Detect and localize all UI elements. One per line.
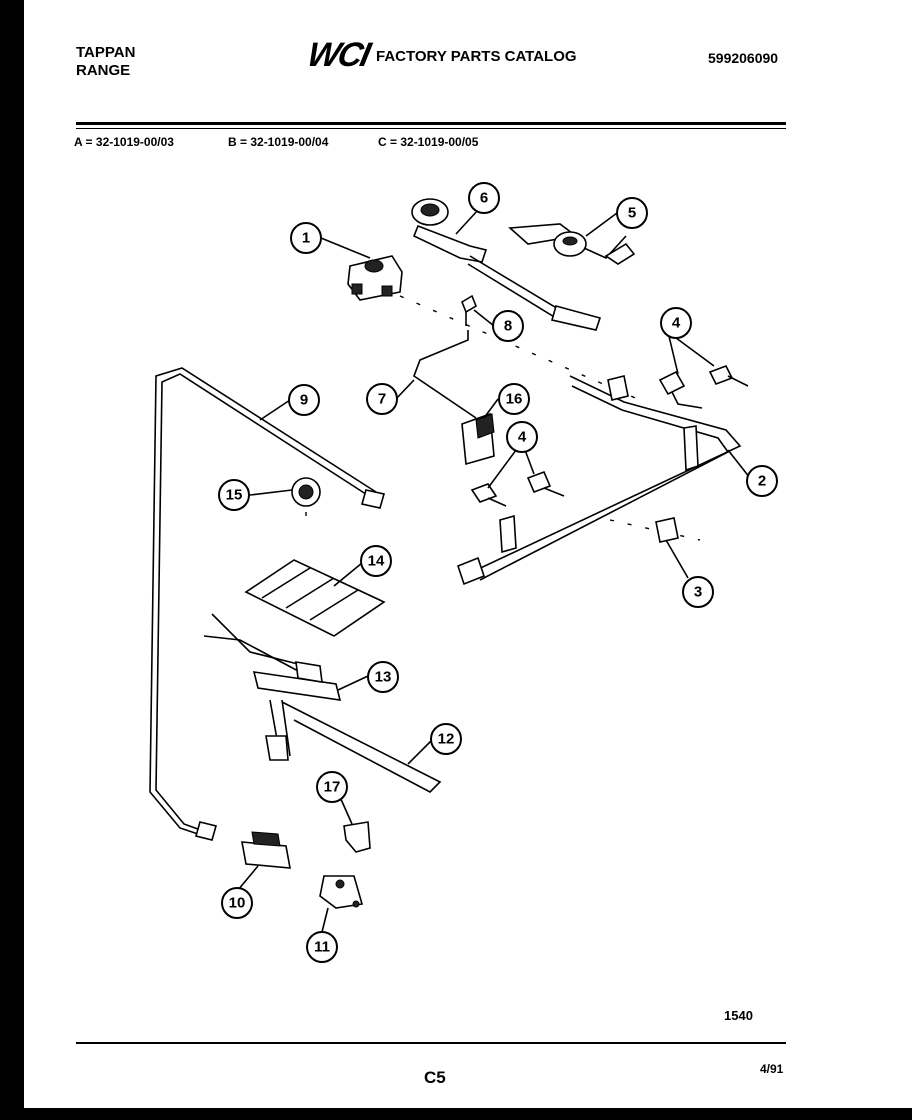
svg-text:7: 7 <box>378 391 386 408</box>
callout-3: 3 <box>682 576 714 608</box>
footer-rule <box>76 1042 786 1044</box>
part-4-valve-upper <box>658 364 749 409</box>
alignment-line-top <box>399 295 641 401</box>
part-6-burner-assembly <box>411 198 602 331</box>
callout-15: 15 <box>218 479 250 511</box>
part-13-bracket <box>203 613 342 701</box>
svg-text:11: 11 <box>314 939 330 956</box>
callout-13: 13 <box>367 661 399 693</box>
header-rule-thick <box>76 122 786 125</box>
svg-text:1: 1 <box>302 230 310 247</box>
callout-14: 14 <box>360 545 392 577</box>
revision-date: 4/91 <box>760 1062 784 1076</box>
model-a: A = 32-1019-00/03 <box>74 135 174 149</box>
svg-text:17: 17 <box>324 779 341 796</box>
callout-4-upper: 4 <box>660 307 692 339</box>
figure-number: 1540 <box>724 1008 753 1023</box>
callout-1: 1 <box>290 222 322 254</box>
catalog-sheet <box>24 0 912 1108</box>
page-code: C5 <box>424 1068 446 1087</box>
part-7-tube <box>413 330 477 419</box>
part-5-burner-assembly <box>508 223 636 265</box>
callout-7: 7 <box>366 383 398 415</box>
callout-16: 16 <box>498 383 530 415</box>
alignment-line-right <box>609 519 701 541</box>
model-b: B = 32-1019-00/04 <box>228 135 329 149</box>
part-8-clip <box>461 294 477 314</box>
callout-9: 9 <box>288 384 320 416</box>
svg-text:5: 5 <box>628 205 636 222</box>
part-9-gas-tube <box>149 367 386 841</box>
svg-text:3: 3 <box>694 584 702 601</box>
part-14-shield <box>244 559 386 637</box>
header-rule-thin <box>76 128 786 129</box>
svg-text:4: 4 <box>518 429 527 446</box>
brand-line-2: RANGE <box>76 62 131 79</box>
callout-4-lower: 4 <box>506 421 538 453</box>
catalog-title: FACTORY PARTS CATALOG <box>376 48 577 65</box>
svg-text:10: 10 <box>229 895 246 912</box>
callout-6: 6 <box>468 182 500 214</box>
callout-17: 17 <box>316 771 348 803</box>
part-16-igniter-block <box>461 412 495 466</box>
part-10-switch <box>241 831 291 869</box>
model-c: C = 32-1019-00/05 <box>378 135 479 149</box>
catalog-number: 599206090 <box>708 50 779 66</box>
svg-text:16: 16 <box>506 391 523 408</box>
part-15-nut <box>291 477 321 507</box>
svg-text:8: 8 <box>504 318 512 335</box>
callout-10: 10 <box>221 887 253 919</box>
callout-5: 5 <box>616 197 648 229</box>
svg-text:9: 9 <box>300 392 308 409</box>
svg-text:14: 14 <box>368 553 385 570</box>
svg-text:2: 2 <box>758 473 766 490</box>
callout-2: 2 <box>746 465 778 497</box>
svg-text:12: 12 <box>438 731 455 748</box>
svg-text:15: 15 <box>226 487 243 504</box>
callout-11: 11 <box>306 931 338 963</box>
part-1-valve <box>347 255 403 301</box>
brand-line-1: TAPPAN <box>76 44 136 61</box>
svg-text:13: 13 <box>375 669 392 686</box>
callout-12: 12 <box>430 723 462 755</box>
part-11-bracket <box>319 875 364 909</box>
part-17-clip <box>343 821 371 853</box>
svg-text:4: 4 <box>672 315 681 332</box>
svg-text:6: 6 <box>480 190 488 207</box>
brand-block: TAPPAN RANGE <box>76 44 135 80</box>
part-12-oven-burner <box>265 699 442 793</box>
callout-8: 8 <box>492 310 524 342</box>
part-4-valve-lower <box>470 470 565 507</box>
part-3-clip <box>655 517 679 543</box>
part-2-manifold <box>457 375 742 586</box>
